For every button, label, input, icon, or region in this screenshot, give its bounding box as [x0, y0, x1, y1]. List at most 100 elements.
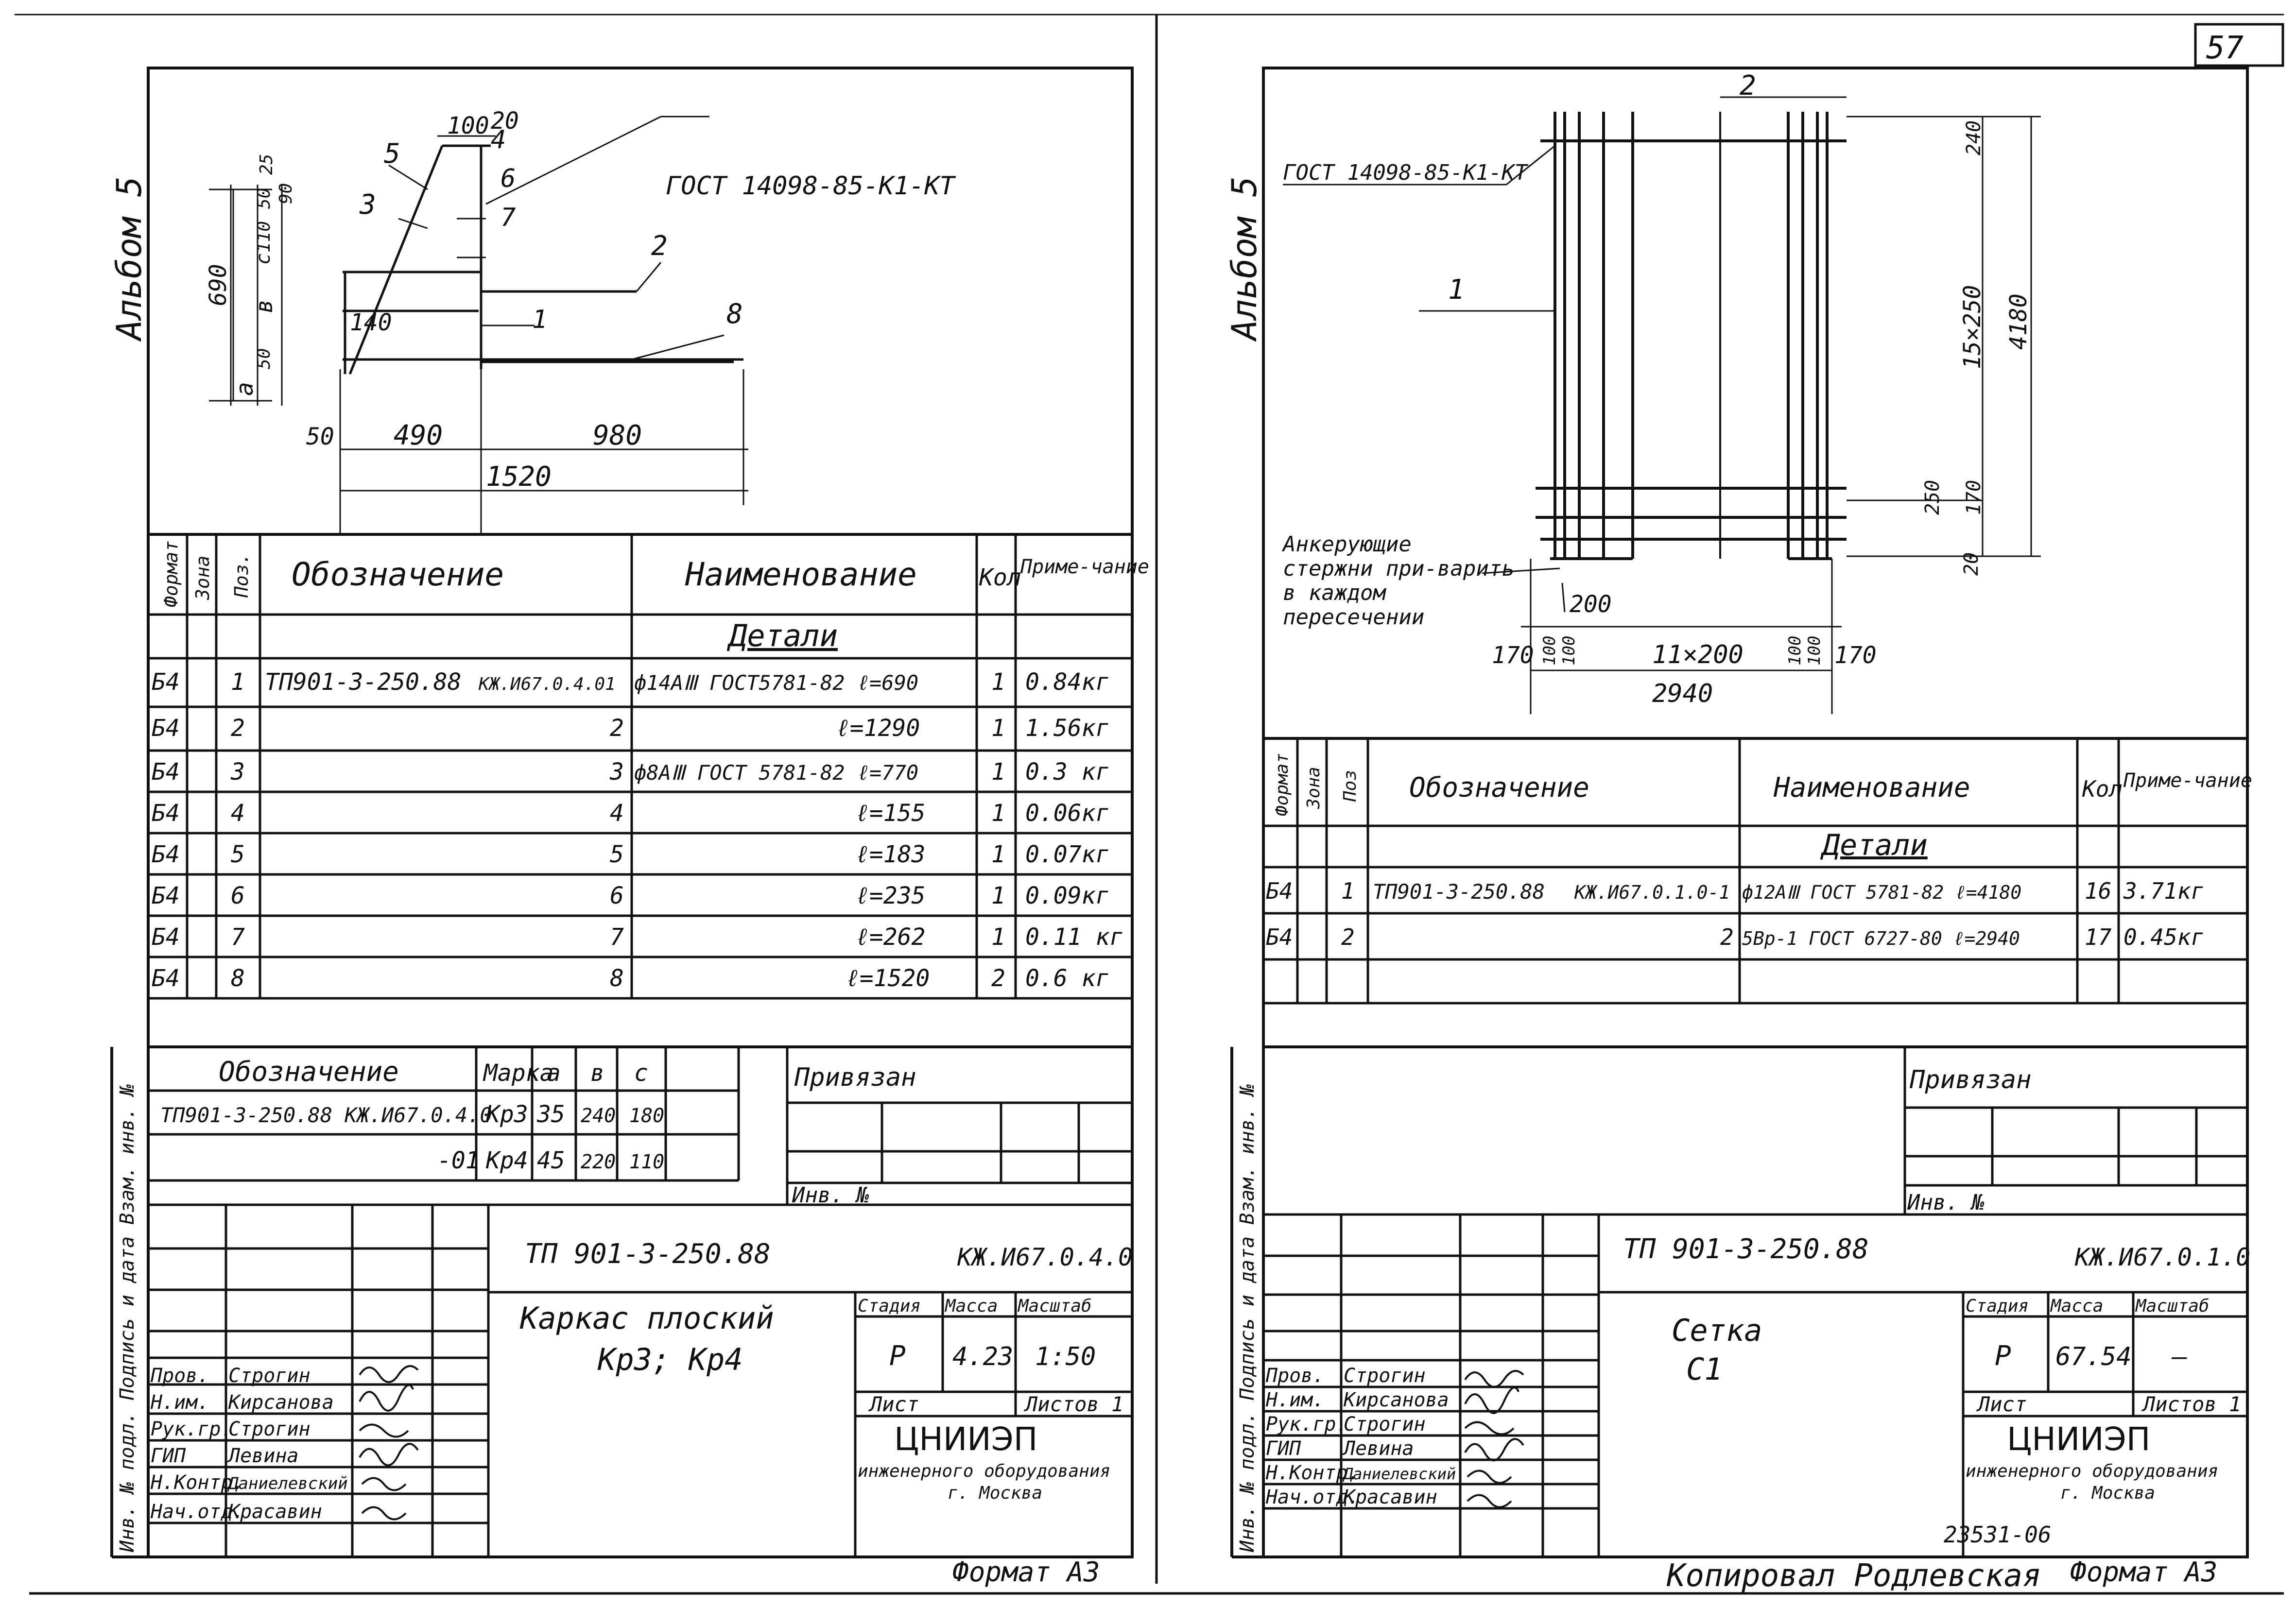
- copied-by: Копировал Родлевская: [1666, 1558, 2041, 1594]
- table-row: -01 Кр4 45 220 110: [437, 1147, 664, 1174]
- title-block-grid: [1263, 1213, 2247, 1557]
- spec-table-grid: [148, 534, 1132, 1000]
- row-pos: 2: [1341, 924, 1355, 950]
- marks-c: 110: [629, 1151, 664, 1173]
- table-row: Б4 8 8 ℓ=1520 2 0.6 кг: [152, 965, 1109, 992]
- person-name: Строгин: [1344, 1365, 1426, 1387]
- row-name: 5Вр-1 ГОСТ 6727-80 ℓ=2940: [1742, 928, 2020, 949]
- dim-100c: 100: [1785, 636, 1805, 666]
- header-zone: Зона: [192, 555, 213, 600]
- tb-sheets-label: Листов 1: [1024, 1392, 1123, 1416]
- row-qty: 1: [991, 715, 1005, 742]
- row-name: ф14АⅢ ГОСТ5781-82 ℓ=690: [634, 671, 918, 695]
- spec-table-headers: Формат Зона Поз. Обозначение Наименовани…: [160, 541, 1149, 653]
- person-role: Нач.отд.: [1265, 1486, 1360, 1508]
- tb-city: г. Москва: [2060, 1483, 2155, 1503]
- row-note: 0.07кг: [1025, 841, 1109, 868]
- tb-sheet-label: Лист: [1976, 1392, 2027, 1416]
- side-labels: Инв. № подл. Подпись и дата Взам. инв. №: [1236, 1084, 1259, 1553]
- tb-scale: –: [2171, 1342, 2187, 1371]
- row-doc: 4: [610, 800, 624, 827]
- tb-people: Пров. Строгин Н.им. Кирсанова Рук.гр. Ст…: [150, 1365, 348, 1523]
- person-name: Даниелевский: [227, 1474, 348, 1493]
- dim-690: 690: [205, 264, 232, 306]
- row-qty: 2: [991, 965, 1005, 992]
- marks-table-grid: [148, 1047, 740, 1182]
- gost-label: ГОСТ 14098-85-К1-КТ: [666, 171, 956, 201]
- title-block-grid: [148, 1203, 1132, 1557]
- marks-header-a: а: [547, 1060, 561, 1087]
- person-role: Пров.: [150, 1365, 209, 1387]
- marks-a: 35: [536, 1101, 565, 1128]
- person-role: ГИП: [151, 1445, 186, 1467]
- dim-1520: 1520: [486, 461, 552, 493]
- row-qty: 1: [991, 841, 1005, 868]
- row-doc: 7: [610, 923, 624, 951]
- tb-org: ЦНИИЭП: [894, 1420, 1037, 1458]
- row-format: Б4: [1266, 924, 1293, 950]
- row-doc: 2: [1720, 924, 1734, 950]
- row-note: 0.6 кг: [1025, 965, 1109, 992]
- header-zone: Зона: [1304, 767, 1324, 809]
- dim-170l: 170: [1492, 642, 1534, 669]
- marks-designation: ТП901-3-250.88 КЖ.И67.0.4.0: [160, 1103, 492, 1127]
- tb-subtitle: С1: [1686, 1351, 1723, 1387]
- header-pos: Поз.: [231, 553, 252, 598]
- dim-200: 200: [1570, 591, 1612, 618]
- row-name: ф8АⅢ ГОСТ 5781-82 ℓ=770: [634, 761, 918, 785]
- title-block: ТП 901-3-250.88 КЖ.И67.0.4.0 Каркас плос…: [150, 1238, 1133, 1523]
- signature-marks: [359, 1365, 419, 1521]
- spec-table-rows: Б4 1 ТП901-3-250.88 КЖ.И67.0.4.01 ф14АⅢ …: [152, 668, 1123, 992]
- tb-scale-label: Масштаб: [2135, 1296, 2210, 1316]
- dim-100a: 100: [1540, 636, 1559, 666]
- header-qty: Кол: [979, 564, 1021, 591]
- format-label: Формат А3: [2070, 1556, 2217, 1588]
- header-format: Формат: [160, 541, 182, 607]
- row-doc: КЖ.И67.0.1.0-1: [1574, 882, 1730, 903]
- dim-20: 20: [491, 107, 519, 135]
- person-role: Пров.: [1265, 1365, 1324, 1387]
- dim-11x200: 11×200: [1652, 640, 1744, 669]
- person-name: Красавин: [1343, 1486, 1437, 1508]
- tb-stage: Р: [889, 1340, 906, 1372]
- tb-scale: 1:50: [1035, 1342, 1096, 1371]
- table-row: Б4 6 6 ℓ=235 1 0.09кг: [152, 882, 1109, 909]
- person-name: Строгин: [1344, 1413, 1426, 1436]
- row-name: ℓ=183: [855, 841, 925, 868]
- tb-code: ТП 901-3-250.88: [525, 1238, 771, 1270]
- dim-90: 90: [276, 183, 296, 204]
- sheet-frames: [15, 14, 2284, 1595]
- callout-1: 1: [1448, 274, 1465, 306]
- row-qty: 1: [991, 923, 1005, 951]
- dim-170v: 170: [1963, 480, 1985, 515]
- callout-2: 2: [651, 230, 668, 262]
- row-pos: 1: [231, 668, 245, 696]
- dim-240: 240: [1963, 120, 1985, 155]
- row-designation: ТП901-3-250.88: [1373, 880, 1545, 904]
- row-designation: ТП901-3-250.88: [265, 668, 462, 696]
- row-format: Б4: [152, 668, 180, 696]
- table-row: Б4 1 ТП901-3-250.88 КЖ.И67.0.1.0-1 ф12АⅢ…: [1266, 878, 2204, 904]
- dim-b: в: [251, 299, 278, 313]
- dim-2940: 2940: [1652, 679, 1713, 708]
- person-role: Н.им.: [1265, 1389, 1324, 1411]
- row-name: ф12АⅢ ГОСТ 5781-82 ℓ=4180: [1742, 882, 2021, 903]
- row-name: ℓ=235: [855, 882, 925, 909]
- dim-50b: 50: [254, 348, 274, 369]
- row-name: ℓ=1290: [836, 715, 920, 742]
- row-pos: 5: [231, 841, 245, 868]
- binding-title: Привязан: [794, 1063, 916, 1092]
- header-name: Наименование: [1773, 772, 1970, 804]
- marks-header-c: с: [634, 1060, 648, 1087]
- row-note: 3.71кг: [2123, 878, 2204, 904]
- tb-sheets-label: Листов 1: [2141, 1392, 2241, 1416]
- table-row: Б4 1 ТП901-3-250.88 КЖ.И67.0.4.01 ф14АⅢ …: [152, 668, 1109, 696]
- row-pos: 2: [231, 715, 245, 742]
- row-note: 0.84кг: [1025, 668, 1109, 696]
- person-role: Нач.отд.: [150, 1501, 244, 1523]
- person-name: Даниелевский: [1342, 1465, 1456, 1483]
- tb-people: Пров. Строгин Н.им. Кирсанова Рук.гр. Ст…: [1265, 1365, 1456, 1508]
- row-pos: 8: [231, 965, 245, 992]
- table-row: Б4 7 7 ℓ=262 1 0.11 кг: [152, 923, 1123, 951]
- row-format: Б4: [152, 965, 180, 992]
